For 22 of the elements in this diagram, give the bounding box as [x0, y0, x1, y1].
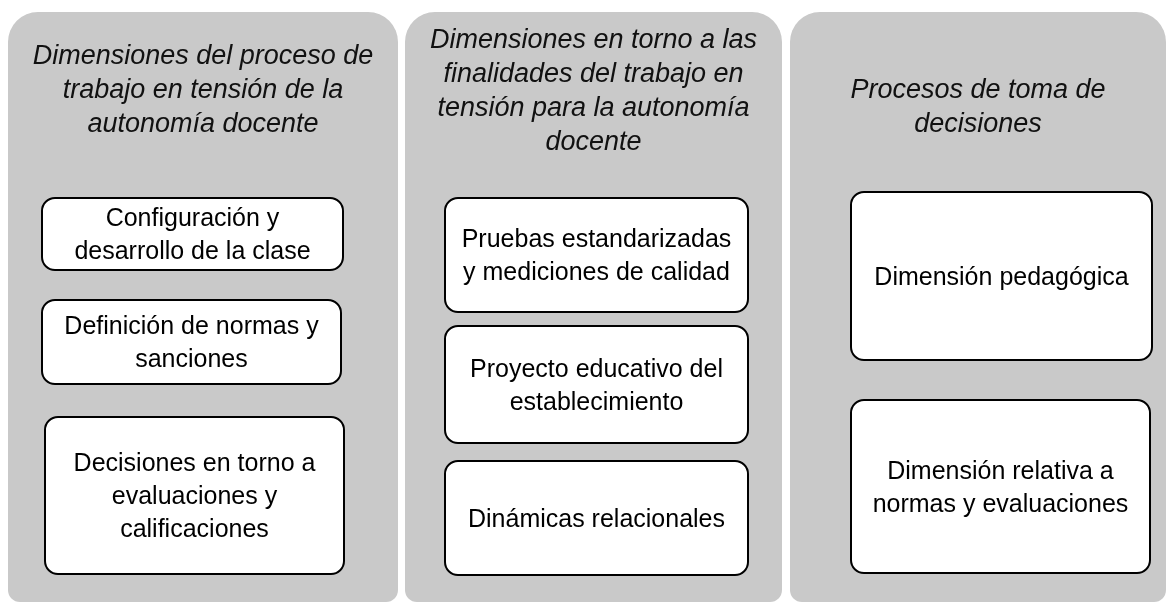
dimension-label: Decisiones en torno a evaluaciones y calificaciones — [72, 447, 317, 544]
panel-heading: Procesos de toma de decisiones — [849, 73, 1107, 140]
dimension-label: Definición de normas y sanciones — [63, 310, 320, 374]
dimension-label: Pruebas estandarizadas y mediciones de calidad — [460, 223, 733, 287]
dimension-box — [850, 191, 1153, 361]
category-panel — [405, 12, 782, 602]
dimension-box — [444, 325, 749, 444]
dimension-box — [444, 197, 749, 313]
dimension-box — [41, 197, 344, 271]
panel-heading: Dimensiones en torno a las finalidades del trabajo en tensión para la autonomía docente — [428, 23, 759, 158]
dimension-box — [44, 416, 345, 575]
dimension-label: Configuración y desarrollo de la clase — [73, 202, 312, 266]
category-panel — [8, 12, 398, 602]
dimension-label: Dinámicas relacionales — [467, 502, 726, 534]
dimension-label: Proyecto educativo del establecimiento — [469, 352, 724, 417]
dimension-box — [444, 460, 749, 576]
category-panel — [790, 12, 1166, 602]
dimension-label: Dimensión relativa a normas y evaluaciones — [871, 454, 1130, 519]
panel-heading: Dimensiones del proceso de trabajo en tensión de la autonomía docente — [31, 39, 375, 140]
dimension-box — [850, 399, 1151, 574]
dimension-label: Dimensión pedagógica — [874, 260, 1129, 292]
dimension-box — [41, 299, 342, 385]
